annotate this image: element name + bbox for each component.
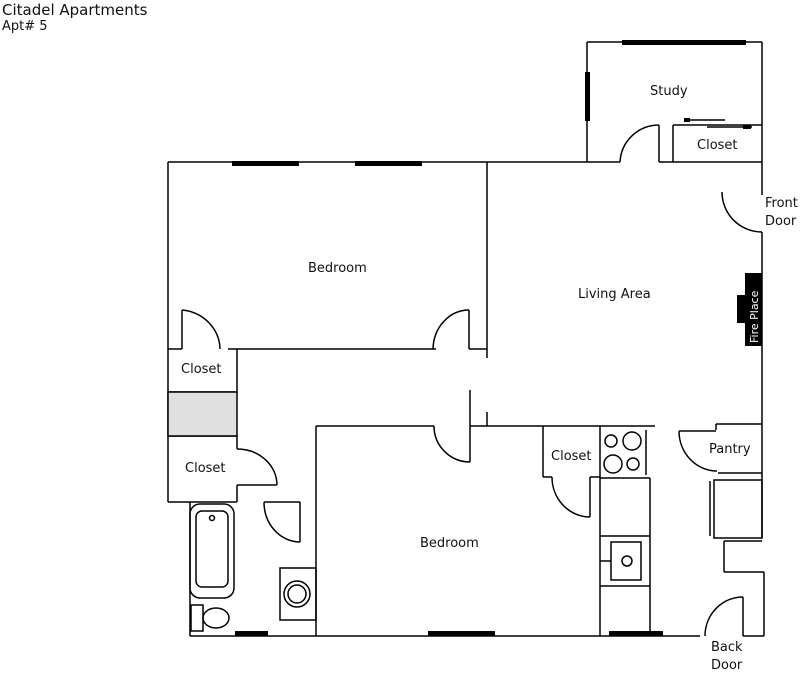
label-bedroom-1: Bedroom xyxy=(308,261,367,276)
fireplace-hearth xyxy=(737,295,747,323)
window xyxy=(622,40,746,45)
front-door[interactable] xyxy=(721,191,763,233)
label-closet-2: Closet xyxy=(185,461,226,476)
label-living-area: Living Area xyxy=(578,287,651,302)
label-closet-3: Closet xyxy=(551,449,592,464)
label-closet-1: Closet xyxy=(181,362,222,377)
label-bedroom-2: Bedroom xyxy=(420,536,479,551)
label-back-door-2: Door xyxy=(711,658,743,673)
window xyxy=(428,631,495,636)
shaded-storage xyxy=(167,391,238,437)
label-fire-place: Fire Place xyxy=(748,290,761,343)
label-back-door: Back xyxy=(711,640,743,655)
window xyxy=(355,161,422,166)
page-title: Citadel Apartments xyxy=(2,1,148,19)
label-study-closet: Closet xyxy=(697,138,738,153)
fireplace xyxy=(745,273,762,346)
label-study: Study xyxy=(650,84,688,99)
window xyxy=(609,631,663,636)
label-pantry: Pantry xyxy=(709,442,751,457)
label-front-door: Front xyxy=(765,196,798,211)
window xyxy=(235,631,268,636)
window xyxy=(585,72,590,121)
window xyxy=(232,161,299,166)
label-front-door-2: Door xyxy=(765,214,797,229)
apartment-number: Apt# 5 xyxy=(2,19,48,34)
study-room xyxy=(586,41,763,195)
